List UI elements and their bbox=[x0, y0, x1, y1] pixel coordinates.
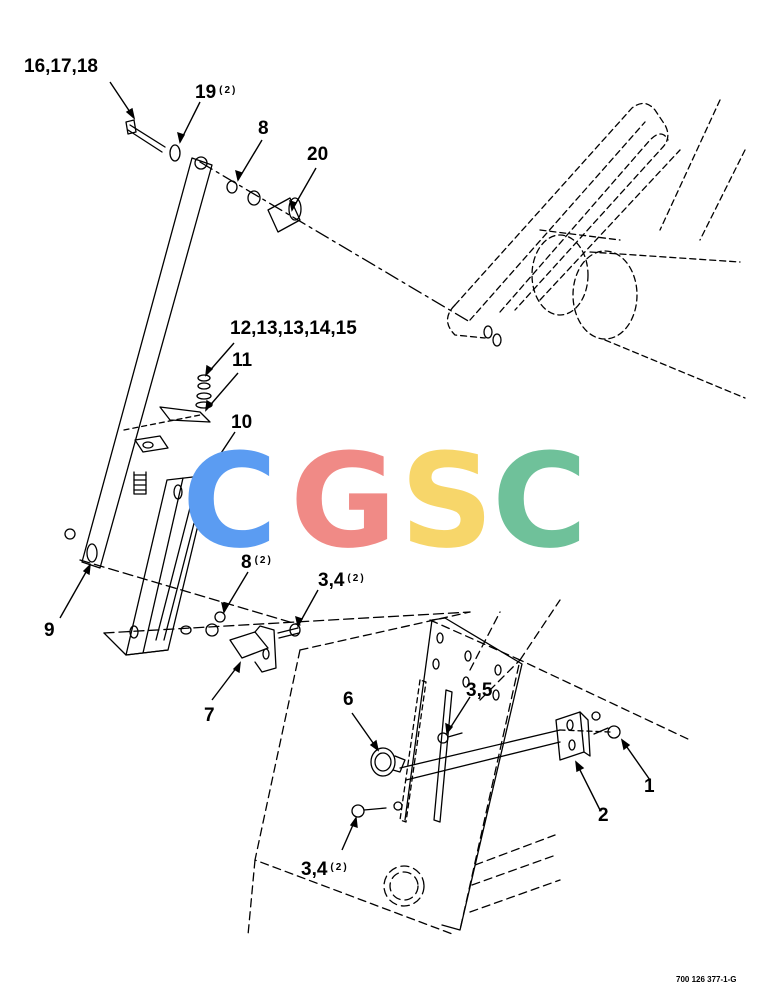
watermark-letter-c2: C bbox=[492, 438, 587, 558]
hardware-12-15 bbox=[195, 374, 213, 409]
callout-3-5: 3,5 bbox=[466, 680, 493, 701]
callout-19: 19(2) bbox=[195, 82, 238, 103]
lower-frame bbox=[247, 599, 691, 936]
callout-8-mid: 8(2) bbox=[241, 552, 273, 573]
bolt-3-4-mid bbox=[277, 623, 301, 639]
callout-1: 1 bbox=[644, 776, 655, 797]
callout-2: 2 bbox=[598, 805, 609, 826]
callout-7: 7 bbox=[204, 705, 215, 726]
washer-arm-b bbox=[492, 333, 502, 347]
qty-3-4-bottom: (2) bbox=[330, 862, 349, 873]
watermark-letter-c1: C bbox=[182, 438, 277, 558]
bolt-16-17-18 bbox=[125, 119, 166, 153]
washer-9 bbox=[64, 528, 76, 540]
washer-8-b bbox=[247, 190, 261, 206]
callout-10: 10 bbox=[231, 412, 253, 433]
cgsc-watermark: C G S C bbox=[182, 438, 587, 558]
callout-3-4-mid: 3,4(2) bbox=[318, 570, 366, 591]
washer-mid-left bbox=[180, 625, 192, 635]
callout-8-top: 8 bbox=[258, 118, 269, 139]
figure-number: 700 126 377-1-G bbox=[676, 975, 737, 984]
bolt-3-4-bottom bbox=[351, 801, 403, 818]
callout-16-17-18: 16,17,18 bbox=[24, 56, 98, 77]
callout-11: 11 bbox=[232, 350, 253, 371]
washer-19 bbox=[169, 144, 181, 162]
plate-11 bbox=[159, 406, 211, 423]
washer-top-right bbox=[591, 711, 601, 721]
washer-8-a bbox=[226, 180, 238, 194]
knob-6 bbox=[370, 747, 406, 777]
washer-arm-a bbox=[483, 325, 493, 339]
washer-8-mid-b bbox=[205, 623, 219, 637]
callout-3-4-bottom: 3,4(2) bbox=[301, 859, 349, 880]
link-arm-9 bbox=[81, 156, 213, 569]
watermark-letter-s: S bbox=[400, 438, 494, 558]
slotted-plate bbox=[399, 617, 523, 931]
qty-19: (2) bbox=[219, 85, 238, 96]
callout-9: 9 bbox=[44, 620, 55, 641]
pivot-centerline bbox=[199, 161, 471, 323]
watermark-letter-g: G bbox=[290, 438, 397, 558]
qty-8-mid: (2) bbox=[254, 555, 273, 566]
washer-8-mid-a bbox=[214, 611, 226, 623]
callout-12-15: 12,13,13,14,15 bbox=[230, 318, 357, 339]
spacer-20 bbox=[267, 197, 302, 233]
frame-linkage bbox=[446, 99, 746, 399]
leader-arrows bbox=[59, 81, 651, 851]
bracket-7 bbox=[229, 625, 277, 673]
bolt-3-5 bbox=[437, 732, 463, 744]
clip-bracket bbox=[134, 435, 169, 453]
channel-10 bbox=[103, 474, 211, 656]
callout-6: 6 bbox=[343, 689, 354, 710]
bracket-2 bbox=[555, 711, 591, 761]
callout-20: 20 bbox=[307, 144, 329, 165]
bolt-1 bbox=[593, 725, 621, 739]
qty-3-4-mid: (2) bbox=[347, 573, 366, 584]
spring-bolt bbox=[133, 471, 147, 495]
